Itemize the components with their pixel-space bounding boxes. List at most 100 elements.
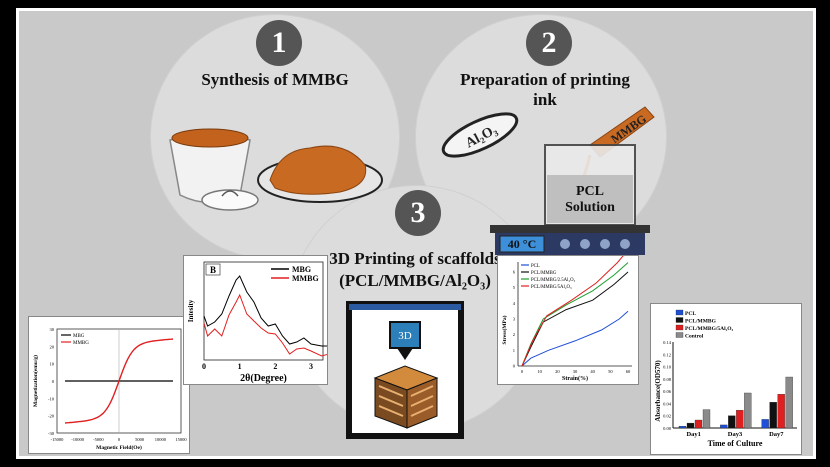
legend-label: MMBG (73, 341, 89, 346)
y-tick-label: 20 (50, 344, 55, 349)
beaker-label-line1: PCL (576, 184, 604, 199)
y-tick-label: 30 (50, 327, 55, 332)
crucible-powder (171, 128, 249, 148)
x-tick-label: Day3 (728, 431, 743, 438)
hot-plate-top (490, 225, 650, 233)
step3-number-badge: 3 (395, 190, 441, 236)
y-axis-label: Intesity (187, 299, 195, 322)
legend-swatch (675, 332, 684, 338)
step3-title-line1: 3D Printing of scaffolds (329, 249, 501, 268)
x-axis-label: Time of Culture (708, 439, 763, 448)
panel-label: B (210, 265, 216, 275)
x-tick-label: 0 (521, 369, 524, 374)
legend-label: Control (685, 334, 704, 340)
x-tick-label: -5000 (93, 437, 104, 442)
printed-scaffold-cube (373, 365, 439, 429)
step3-title-line2: (PCL/MMBG/Al₂O₃) (339, 271, 491, 290)
printer-head (389, 321, 421, 349)
y-tick-label: 0.10 (663, 365, 672, 370)
al2o3-powder-dish (441, 112, 519, 158)
legend-label: PCL/MMBG/5Al₂O₃ (685, 326, 734, 332)
step2-title-line2: ink (533, 90, 557, 109)
y-tick-label: 6 (513, 270, 516, 275)
bar (736, 410, 744, 429)
series-line-mbg (203, 275, 333, 347)
bar (769, 402, 777, 429)
temperature-readout: 40 °C (508, 237, 536, 251)
bar (777, 394, 785, 429)
x-axis-label: Strain(%) (562, 375, 588, 382)
bar (761, 419, 769, 429)
x-tick-label: 1 (238, 362, 242, 371)
x-tick-label: Day7 (769, 431, 784, 438)
bar (785, 376, 793, 429)
step2-title: Preparation of printing ink (440, 70, 650, 110)
x-axis-label: Magnetic Field(Oe) (96, 444, 142, 451)
beaker-label-line2: Solution (565, 200, 615, 215)
y-tick-label: 5 (513, 285, 516, 290)
step1-title: Synthesis of MMBG (201, 70, 349, 89)
y-tick-label: 0.04 (663, 401, 672, 406)
y-tick-label: 0.12 (663, 352, 671, 357)
x-tick-label: 0 (118, 437, 121, 442)
synthesis-illustration (169, 128, 383, 211)
x-tick-label: Day1 (686, 431, 700, 438)
printer-illustration: 3D (346, 301, 464, 439)
petri-powder (269, 145, 367, 195)
series-line (521, 271, 629, 367)
temperature-display (499, 235, 545, 253)
step1-number-badge: 1 (256, 20, 302, 66)
legend-swatch (675, 309, 684, 316)
y-tick-label: 2 (513, 332, 515, 337)
legend-label: MBG (73, 334, 85, 339)
crucible-lid (201, 189, 259, 211)
y-tick-label: 0.06 (663, 389, 672, 394)
panel-label-box (205, 263, 221, 276)
x-axis-label: 2θ(Degree) (240, 373, 287, 384)
y-tick-label: -20 (48, 414, 55, 419)
bar (720, 424, 728, 429)
y-tick-label: 0.08 (663, 377, 672, 382)
x-tick-label: 30 (573, 369, 578, 374)
legend-label: PCL/MMBG (685, 319, 717, 325)
legend-label: PCL (685, 311, 696, 317)
bar (728, 415, 736, 429)
y-axis-label: Absorbance(OD570) (654, 360, 662, 422)
y-tick-label: 4 (513, 301, 516, 306)
legend-label: PCL/MMBG/2.5Al₂O₃ (531, 278, 576, 283)
printer-head-label: 3D (398, 330, 412, 342)
step2-number-badge: 2 (526, 20, 572, 66)
y-tick-label: -30 (48, 431, 55, 436)
series-line-mmbg (64, 338, 174, 424)
y-tick-label: 0.02 (663, 414, 671, 419)
x-tick-label: 15000 (175, 437, 187, 442)
step3-title: 3D Printing of scaffolds (PCL/MMBG/Al₂O₃… (305, 248, 525, 292)
x-tick-label: 40 (590, 369, 595, 374)
x-tick-label: -15000 (51, 437, 64, 442)
bar (686, 422, 695, 429)
plot-area (203, 261, 324, 361)
x-tick-label: 10000 (155, 437, 167, 442)
y-axis-label: Magnetization(emu/g) (32, 355, 39, 407)
legend-swatch (675, 324, 684, 331)
legend-label: PCL/MMBG (531, 271, 557, 276)
x-tick-label: 2 (273, 362, 277, 371)
x-tick-label: 50 (608, 369, 613, 374)
y-tick-label: -10 (48, 396, 55, 401)
series-line-mmbg (203, 293, 333, 357)
ink-illustration: Al₂O₃ MMBG PCL Solution 40 °C (441, 106, 655, 255)
series-line (521, 249, 629, 367)
legend-swatch (675, 317, 684, 323)
y-tick-label: 0.14 (663, 340, 672, 345)
x-tick-label: 3 (309, 362, 313, 371)
legend-label: MMBG (292, 274, 319, 283)
